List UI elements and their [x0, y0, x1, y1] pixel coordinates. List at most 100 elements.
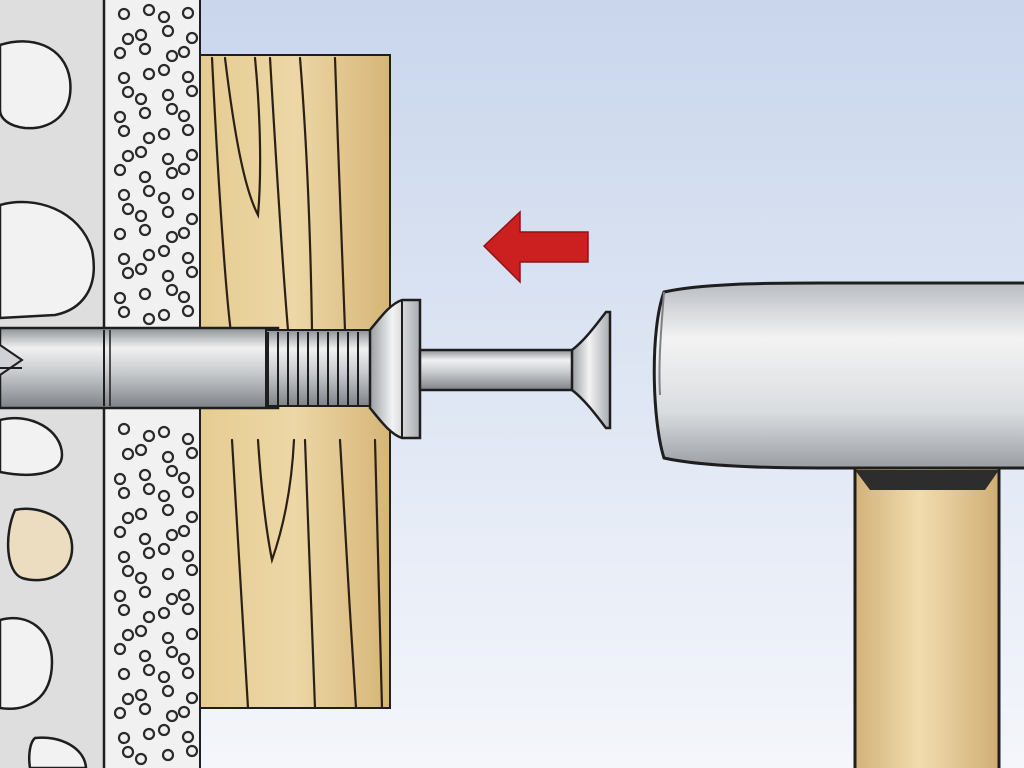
plaster-pore [121, 202, 135, 216]
hammer-icon [652, 281, 1024, 768]
plaster-pore [117, 486, 131, 500]
plaster-pore [177, 226, 191, 240]
nail-anchor [0, 298, 612, 440]
plaster-pore [142, 248, 156, 262]
anchor-collar [368, 298, 422, 440]
plaster-pore [177, 162, 191, 176]
plaster-pore [185, 31, 199, 45]
plaster-pore [177, 471, 191, 485]
plaster-pore [177, 45, 191, 59]
plaster-pore [134, 571, 148, 585]
plaster-pore [185, 744, 199, 758]
plaster-pore [134, 145, 148, 159]
plaster-pore [157, 308, 171, 322]
plaster-pore [142, 131, 156, 145]
plaster-pore [117, 124, 131, 138]
plaster-pore [165, 102, 179, 116]
plaster-pore [113, 472, 127, 486]
plaster-pore [157, 542, 171, 556]
plaster-pore [113, 706, 127, 720]
anchor-sleeve [0, 326, 280, 410]
plaster-pore [113, 589, 127, 603]
plaster-pore [157, 63, 171, 77]
plaster-pore [161, 631, 175, 645]
plaster-pore [165, 166, 179, 180]
plaster-pore [113, 46, 127, 60]
plaster-pore [121, 32, 135, 46]
plaster-pore [121, 564, 135, 578]
plaster-pore [138, 468, 152, 482]
plaster-pore [113, 291, 127, 305]
plaster-pore [117, 71, 131, 85]
plaster-pore [165, 283, 179, 297]
plaster-pore [113, 227, 127, 241]
plaster-pore [117, 731, 131, 745]
plaster-pore [157, 670, 171, 684]
plaster-pore [142, 67, 156, 81]
plaster-pore [165, 49, 179, 63]
plaster-pore [138, 170, 152, 184]
plaster-pore [181, 549, 195, 563]
plaster-pore [157, 191, 171, 205]
plaster-pore [134, 688, 148, 702]
arrow-left-icon [482, 210, 589, 284]
plaster-pore [142, 184, 156, 198]
plaster-pore [181, 602, 195, 616]
plaster-pore [113, 642, 127, 656]
plaster-pore [142, 3, 156, 17]
plaster-pore [161, 88, 175, 102]
plaster-pore [121, 692, 135, 706]
plaster-pore [138, 702, 152, 716]
plaster-pore [138, 106, 152, 120]
plaster-pore [185, 212, 199, 226]
plaster-pore [142, 663, 156, 677]
plaster-pore [138, 649, 152, 663]
plaster-pore [157, 10, 171, 24]
plaster-pore [181, 187, 195, 201]
plaster-pore [121, 266, 135, 280]
plaster-pore [161, 24, 175, 38]
plaster-pore [185, 265, 199, 279]
plaster-pore [142, 727, 156, 741]
plaster-pore [113, 110, 127, 124]
plaster-pore [157, 425, 171, 439]
plaster-pore [134, 92, 148, 106]
plaster-pore [138, 585, 152, 599]
plaster-pore [181, 6, 195, 20]
plaster-pore [185, 84, 199, 98]
plaster-pore [161, 684, 175, 698]
plaster-pore [117, 422, 131, 436]
plaster-pore [157, 244, 171, 258]
plaster-pore [117, 550, 131, 564]
plaster-pore [177, 290, 191, 304]
plaster-pore [181, 123, 195, 137]
plaster-pore [177, 652, 191, 666]
plaster-pore [161, 205, 175, 219]
plaster-pore [185, 563, 199, 577]
plaster-pore [185, 691, 199, 705]
plaster-pore [117, 252, 131, 266]
plaster-pore [121, 85, 135, 99]
plaster-pore [161, 748, 175, 762]
plaster-pore [121, 745, 135, 759]
nail-head [570, 310, 612, 430]
plaster-pore [181, 730, 195, 744]
plaster-pore [142, 429, 156, 443]
anchor-ribs [265, 329, 373, 407]
plaster-pore [165, 230, 179, 244]
plaster-pore [177, 588, 191, 602]
plaster-pore [113, 525, 127, 539]
plaster-pore [142, 482, 156, 496]
plaster-pore [121, 149, 135, 163]
plaster-pore [138, 532, 152, 546]
plaster-pore [138, 223, 152, 237]
plaster-pore [134, 752, 148, 766]
plaster-pore [134, 262, 148, 276]
plaster-pore [185, 627, 199, 641]
hammer-handle [853, 466, 1001, 768]
plaster-pore [165, 709, 179, 723]
plaster-pore [134, 209, 148, 223]
nail-shank [418, 348, 582, 392]
plaster-pore [161, 152, 175, 166]
